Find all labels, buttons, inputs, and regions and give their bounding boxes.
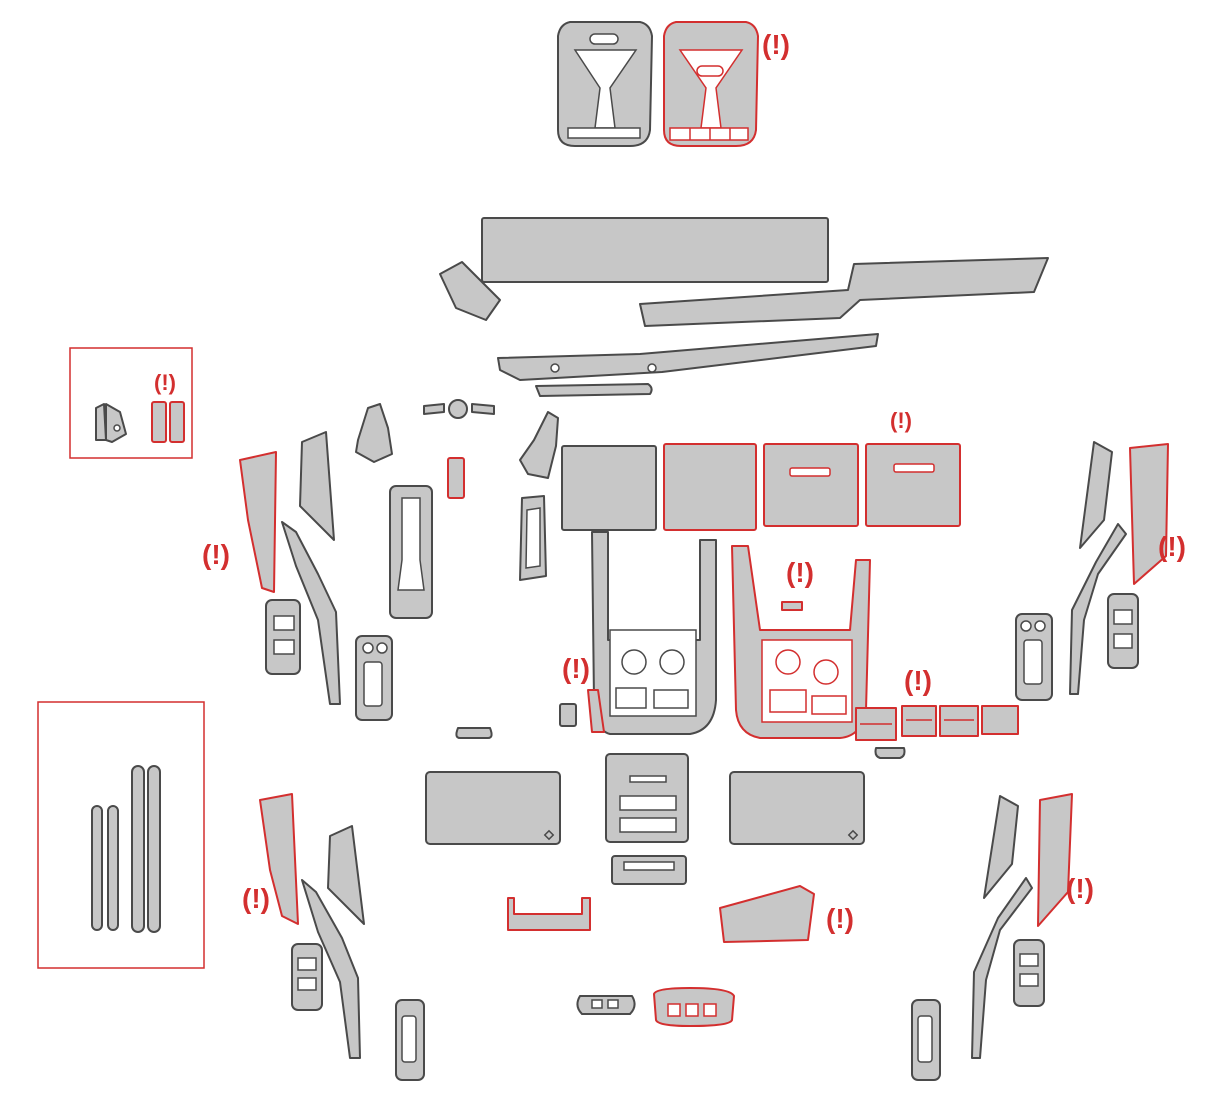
warning-marker-rear-left-door: (!) (242, 883, 270, 914)
window-switch-cluster (855, 705, 1019, 741)
rear-seat-trim-left (507, 897, 591, 931)
rear-right-window-switch (911, 999, 941, 1081)
center-console-part (591, 531, 717, 735)
dash-panel-3 (763, 443, 859, 527)
front-left-window-switch (355, 635, 393, 721)
rear-left-door-strip (301, 879, 361, 1059)
dash-panel-1 (561, 445, 657, 531)
warning-marker-front-right-door: (!) (1158, 531, 1186, 562)
center-console-part-warning (731, 545, 871, 739)
rear-right-door-trim (983, 795, 1019, 899)
instrument-cluster-trim (439, 261, 501, 321)
gear-selector-panel (389, 485, 433, 619)
warning-marker-mirror-switch: (!) (154, 370, 176, 395)
center-display-screen (481, 217, 829, 283)
front-right-door-trim (1079, 441, 1113, 549)
warning-marker-rear-seat-trim: (!) (826, 903, 854, 934)
rear-screen-left (425, 771, 561, 845)
rear-vent-trim (611, 855, 687, 885)
front-right-door-strip (1069, 523, 1127, 695)
rear-screen-right (729, 771, 865, 845)
front-left-door-strip (281, 521, 341, 705)
front-left-door-trim (299, 431, 335, 541)
warning-marker-console-side: (!) (562, 653, 590, 684)
dash-panel-2 (663, 443, 757, 531)
door-sill-strips (91, 765, 161, 933)
front-left-door-panel (239, 451, 277, 593)
warning-marker-front-left-door: (!) (202, 539, 230, 570)
warning-marker-roof: (!) (762, 29, 790, 60)
paddle-shifter-left (355, 403, 393, 463)
rear-climate-panel (605, 753, 689, 843)
console-small-button (559, 703, 577, 727)
armrest-insert (519, 495, 547, 581)
console-end-cap-left (455, 727, 493, 739)
console-side-strip (587, 689, 605, 733)
rear-roof-lamp (576, 995, 636, 1015)
front-right-window-switch (1015, 613, 1053, 701)
warning-marker-rear-right-door: (!) (1066, 873, 1094, 904)
front-right-door-handle (1107, 593, 1139, 669)
rear-right-door-strip (971, 877, 1033, 1059)
roof-console-part (557, 21, 653, 147)
door-sill-detail-box (37, 701, 205, 969)
rear-right-door-handle (1013, 939, 1045, 1007)
passenger-dash-trim (639, 257, 1049, 327)
steering-wheel-trim (423, 383, 653, 419)
mirror-switch-parts (95, 401, 185, 443)
rear-left-door-handle (291, 943, 323, 1011)
paddle-shifter-right (519, 411, 559, 479)
front-left-door-handle (265, 599, 301, 675)
warning-marker-window-switch: (!) (904, 665, 932, 696)
rear-left-door-trim (327, 825, 365, 925)
roof-console-part-warning (663, 21, 759, 147)
rear-seat-trim-right (719, 885, 815, 943)
start-button-trim (447, 457, 465, 499)
warning-marker-center-console: (!) (786, 557, 814, 588)
rear-right-door-panel (1037, 793, 1073, 927)
front-right-door-panel (1129, 443, 1169, 585)
warning-marker-dash-panel: (!) (890, 408, 912, 433)
console-end-cap-right (874, 747, 906, 759)
dashboard-lower-strip (497, 333, 879, 381)
rear-left-door-panel (259, 793, 299, 925)
rear-left-window-switch (395, 999, 425, 1081)
mirror-switch-detail-box (69, 347, 193, 459)
rear-roof-lamp-warning (653, 987, 735, 1027)
dash-panel-4 (865, 443, 961, 527)
